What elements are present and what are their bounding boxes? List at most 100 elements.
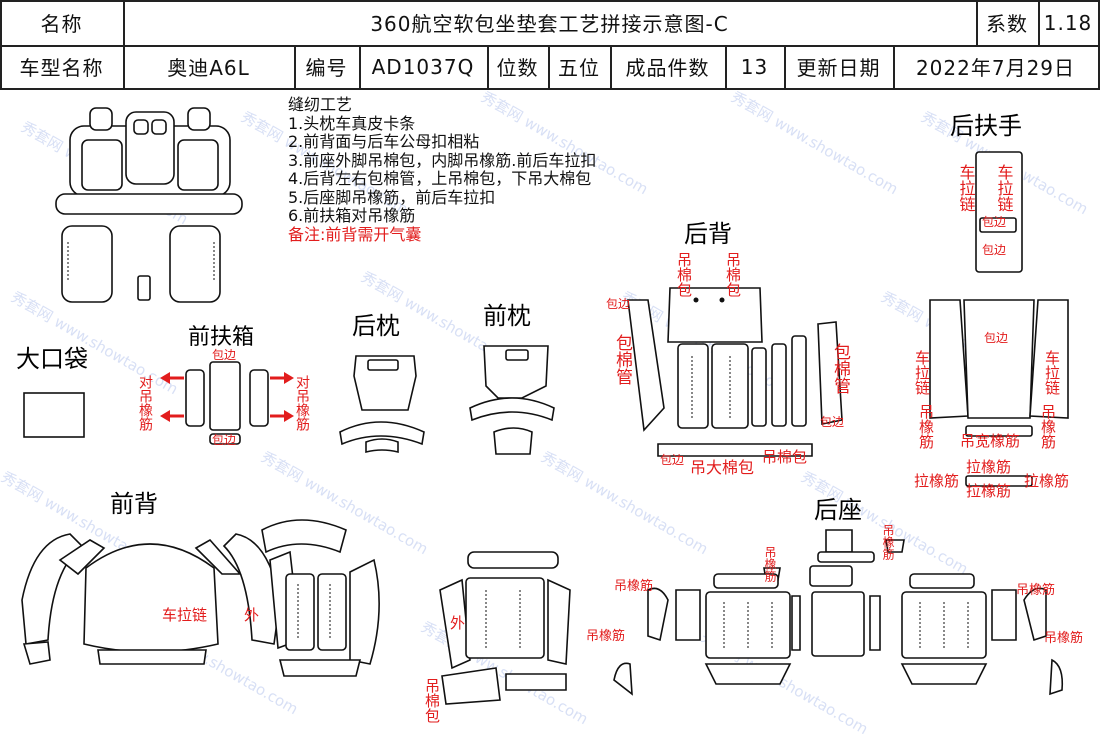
rear-seat-title: 后座 xyxy=(814,496,862,524)
notes-item: 3.前座外脚吊棉包，内脚吊橡筋.前后车拉扣 xyxy=(288,150,597,170)
pieces-label: 成品件数 xyxy=(625,56,710,80)
header-table: 名称 360航空软包坐垫套工艺拼接示意图-C 系数 1.18 车型名称 奥迪A6… xyxy=(0,0,1100,90)
binding-label: 包边 xyxy=(820,415,844,429)
car-model-value: 奥迪A6L xyxy=(167,56,250,80)
table-divider xyxy=(123,0,125,90)
front-back-title: 前背 xyxy=(110,490,158,518)
pull-elastic-left: 拉橡筋 xyxy=(914,472,959,490)
pull-elastic-top: 拉橡筋 xyxy=(966,458,1011,476)
table-divider xyxy=(0,45,1100,47)
binding-label: 包边 xyxy=(984,331,1008,345)
binding-label: 包边 xyxy=(982,215,1006,229)
binding-label: 包边 xyxy=(982,243,1006,257)
notes-item: 5.后座脚吊橡筋，前后车拉扣 xyxy=(288,187,496,207)
document-title: 360航空软包坐垫套工艺拼接示意图-C xyxy=(370,12,729,36)
armrest-box-binding xyxy=(209,433,241,445)
rear-seat-right-cushion xyxy=(901,591,987,659)
watermark: 秀套网 www.showtao.com xyxy=(538,448,711,558)
rear-back-title: 后背 xyxy=(684,220,732,248)
zipper-left: 车拉链 xyxy=(957,164,976,212)
notes-item: 4.后背左右包棉管，上吊棉包，下吊大棉包 xyxy=(288,169,592,188)
update-date-label: 更新日期 xyxy=(796,56,881,80)
table-divider xyxy=(725,45,727,90)
notes-title: 缝纫工艺 xyxy=(288,95,353,114)
notes-item: 2.前背面与后车公母扣相粘 xyxy=(288,132,480,151)
binding-label: 包边 xyxy=(606,297,630,311)
binding-label: 包边 xyxy=(212,348,236,362)
armrest-box-top xyxy=(209,361,241,431)
binding-label: 包边 xyxy=(212,433,236,447)
zipper-right: 车拉链 xyxy=(995,164,1014,212)
zipper-right-side: 车拉链 xyxy=(1043,350,1061,395)
hang-elastic-right-1: 吊橡筋 xyxy=(1016,582,1055,598)
zipper-left-side: 车拉链 xyxy=(913,350,931,395)
armrest-box-side-left xyxy=(185,369,205,427)
watermark: 秀套网 www.showtao.com xyxy=(728,88,901,198)
hang-cotton-pack-right: 吊棉包 xyxy=(724,252,742,297)
table-border xyxy=(0,88,1100,90)
code-label: 编号 xyxy=(305,56,348,80)
rear-back-bottom-strip xyxy=(657,443,813,457)
table-divider xyxy=(487,45,489,90)
pair-hang-elastic-left: 对吊橡筋 xyxy=(137,375,153,432)
sewing-notes: 缝纫工艺 1.头枕车真皮卡条 2.前背面与后车公母扣相粘 3.前座外脚吊棉包，内… xyxy=(288,95,597,244)
coefficient-label: 系数 xyxy=(986,12,1028,36)
front-seat-cushion xyxy=(465,577,545,659)
rear-seat-center xyxy=(811,591,865,657)
hang-cotton-pack-front-seat: 吊棉包 xyxy=(423,678,441,723)
front-armrest-box-group: 前扶箱 对吊橡筋 对吊橡筋 包边 包边 xyxy=(137,325,310,447)
front-seat-group: 外 吊棉包 xyxy=(423,551,571,723)
seats-label: 位数 xyxy=(496,56,539,80)
rear-armrest-left xyxy=(929,299,969,419)
seat-overview-sketch xyxy=(55,107,243,303)
front-pillow-group: 前枕 xyxy=(469,302,555,455)
hang-cotton-pack-bottom: 吊棉包 xyxy=(762,448,807,466)
hang-cotton-pack-left: 吊棉包 xyxy=(675,252,693,297)
front-back-group: 前背 车拉链 外 xyxy=(21,490,380,677)
outer-label: 外 xyxy=(244,606,259,624)
hang-elastic-top-left: 吊橡筋 xyxy=(763,546,777,583)
big-pocket-title: 大口袋 xyxy=(16,345,88,373)
front-pillow-strip xyxy=(469,397,555,422)
rear-pillow-group: 后枕 xyxy=(339,312,425,454)
hang-elastic-left-1: 吊橡筋 xyxy=(614,578,653,594)
rear-armrest-right xyxy=(1029,299,1069,419)
rear-armrest-group: 后扶手 车拉链 车拉链 包边 包边 车拉链 车拉链 吊橡筋 吊橡筋 包边 吊宽橡… xyxy=(913,112,1069,500)
front-pillow-title: 前枕 xyxy=(483,302,531,330)
rear-back-group: 后背 吊棉包 吊棉包 包棉管 包棉管 吊大棉包 吊棉包 包边 包边 包边 xyxy=(606,220,851,477)
rear-back-top-panel xyxy=(667,287,763,343)
zipper-label: 车拉链 xyxy=(162,606,207,624)
front-back-right-wing xyxy=(222,533,281,645)
notes-remark: 备注:前背需开气囊 xyxy=(288,224,422,244)
hang-elastic-right-2: 吊橡筋 xyxy=(1044,630,1083,646)
armrest-box-side-right xyxy=(249,369,269,427)
seats-value: 五位 xyxy=(558,56,600,80)
pieces-value: 13 xyxy=(740,54,769,79)
rear-back-left-tube xyxy=(627,299,665,432)
table-divider xyxy=(1038,0,1040,45)
front-back-center xyxy=(83,543,219,653)
table-border xyxy=(0,0,2,90)
table-border xyxy=(0,0,1100,2)
watermark: 秀套网 www.showtao.com xyxy=(8,288,181,398)
rear-pillow-strip xyxy=(339,421,425,446)
rear-armrest-title: 后扶手 xyxy=(950,112,1022,140)
table-divider xyxy=(976,0,978,45)
front-seat-top-strip xyxy=(467,551,559,569)
rear-back-right-tube xyxy=(817,321,843,425)
table-divider xyxy=(893,45,895,90)
update-date-value: 2022年7月29日 xyxy=(915,56,1076,80)
big-pocket-piece xyxy=(23,392,85,438)
wrap-cotton-tube-left: 包棉管 xyxy=(612,334,633,385)
binding-label: 包边 xyxy=(660,453,684,467)
front-back-side-panel xyxy=(261,519,347,554)
table-divider xyxy=(784,45,786,90)
hang-elastic-right: 吊橡筋 xyxy=(1039,404,1057,450)
car-model-label: 车型名称 xyxy=(19,56,104,80)
rear-seat-group: 后座 吊橡筋 吊橡筋 吊橡筋 吊橡筋 吊橡筋 吊橡筋 xyxy=(586,496,1083,696)
big-pocket-group: 大口袋 xyxy=(16,345,88,438)
table-border xyxy=(1098,0,1100,90)
notes-item: 1.头枕车真皮卡条 xyxy=(288,113,416,133)
front-armrest-box-title: 前扶箱 xyxy=(188,325,254,350)
